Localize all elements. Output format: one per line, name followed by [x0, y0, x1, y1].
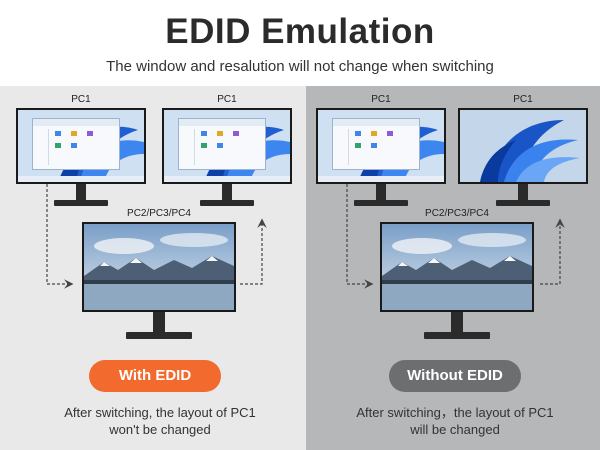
pc1-monitor: [316, 108, 446, 212]
windows-bloom-wallpaper: [460, 110, 586, 182]
caption-line: won't be changed: [109, 422, 211, 437]
monitor-stand: [451, 312, 463, 332]
arrow-left-a: [46, 184, 74, 289]
monitor-screen-desktop: [162, 108, 292, 184]
monitor-base: [496, 200, 550, 206]
monitor-stand: [153, 312, 165, 332]
mountain-lake-wallpaper: [84, 224, 234, 310]
monitor-base: [200, 200, 254, 206]
caption-line: After switching, the layout of PC1: [64, 405, 256, 420]
monitor-screen-wallpaper-only: [458, 108, 588, 184]
pc1-label: PC1: [513, 94, 533, 105]
pc1-label: PC1: [217, 94, 237, 105]
caption-line: After switching，the layout of PC1: [356, 405, 554, 420]
monitor-stand: [518, 184, 528, 200]
monitor-screen-desktop: [16, 108, 146, 184]
monitor-base: [424, 332, 490, 339]
file-explorer-window: [178, 118, 266, 170]
mountain-lake-wallpaper: [382, 224, 532, 310]
caption-line: will be changed: [410, 422, 500, 437]
shared-monitor: [380, 222, 534, 342]
monitor-stand: [76, 184, 86, 200]
arrow-left-b: [240, 218, 267, 285]
shared-monitor: [82, 222, 236, 342]
pc2-pc3-pc4-label: PC2/PC3/PC4: [425, 208, 489, 219]
arrow-right-a: [346, 184, 374, 289]
pc1-monitor: [162, 108, 292, 212]
arrow-right-b: [540, 218, 565, 285]
pc1-monitor: [458, 108, 588, 212]
monitor-base: [126, 332, 192, 339]
pc1-label: PC1: [71, 94, 91, 105]
without-edid-caption: After switching，the layout of PC1 will b…: [320, 404, 590, 438]
monitor-screen-landscape: [82, 222, 236, 312]
pc1-label: PC1: [371, 94, 391, 105]
monitor-stand: [222, 184, 232, 200]
page-subtitle: The window and resalution will not chang…: [106, 58, 494, 75]
file-explorer-window: [32, 118, 120, 170]
file-explorer-window: [332, 118, 420, 170]
monitor-base: [54, 200, 108, 206]
header: EDID Emulation The window and resalution…: [0, 0, 600, 86]
monitor-screen-desktop: [316, 108, 446, 184]
pc2-pc3-pc4-label: PC2/PC3/PC4: [127, 208, 191, 219]
with-edid-caption: After switching, the layout of PC1 won't…: [30, 404, 290, 438]
with-edid-button[interactable]: With EDID: [89, 360, 221, 392]
without-edid-button[interactable]: Without EDID: [389, 360, 521, 392]
pc1-monitor: [16, 108, 146, 212]
monitor-screen-landscape: [380, 222, 534, 312]
page-title: EDID Emulation: [165, 12, 435, 51]
monitor-stand: [376, 184, 386, 200]
monitor-base: [354, 200, 408, 206]
